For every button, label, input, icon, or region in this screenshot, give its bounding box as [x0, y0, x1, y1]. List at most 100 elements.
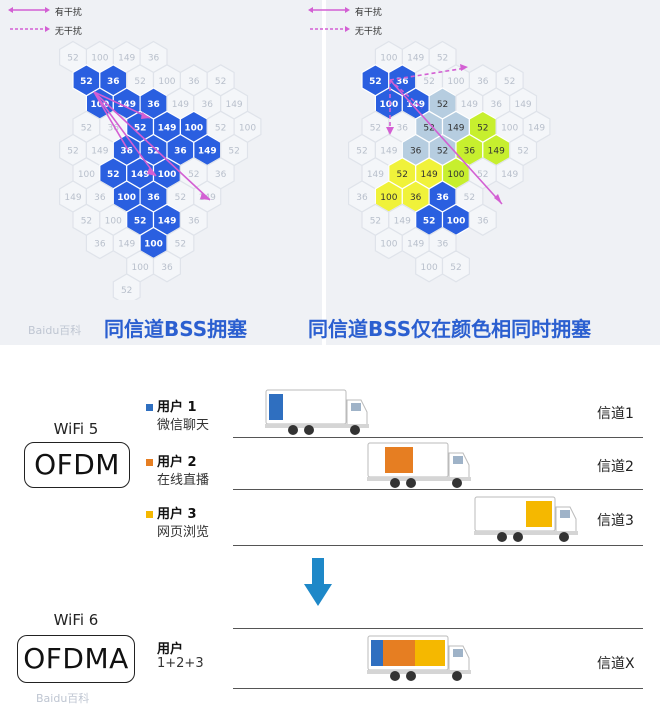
combined-user-desc: 1+2+3: [157, 656, 204, 671]
right-hex-label: 149: [447, 123, 464, 133]
right-hex-label: 100: [447, 216, 466, 226]
legend-no-interference-right: 无干扰: [308, 24, 382, 37]
legend-interference: 有干扰: [8, 5, 82, 18]
right-hex-label: 100: [380, 193, 397, 203]
left-hex-label: 100: [90, 100, 109, 110]
left-hex-label: 52: [215, 123, 226, 133]
right-hex-cell: [441, 250, 470, 283]
legend-no-interference-label: 无干扰: [54, 27, 82, 37]
interference-arrows: [93, 91, 211, 201]
right-hex-label: 52: [437, 147, 448, 157]
solid-arrow-icon: [8, 7, 50, 13]
combined-user-title: 用户: [157, 642, 184, 657]
right-hex-label: 52: [356, 147, 367, 157]
right-hex-label: 36: [464, 147, 476, 157]
right-hex-label: 149: [488, 147, 505, 157]
right-hex-label: 52: [397, 170, 408, 180]
caption-left: 同信道BSS拥塞: [104, 317, 248, 341]
right-hex-label: 36: [356, 193, 368, 203]
left-hex-label: 100: [239, 123, 256, 133]
left-hex-cell: [112, 273, 141, 300]
right-hex-label: 149: [407, 54, 424, 64]
lane-line-5: [233, 688, 643, 689]
left-hex-label: 100: [78, 170, 95, 180]
left-hex-label: 52: [228, 147, 239, 157]
left-hex-label: 52: [81, 123, 92, 133]
truck-cargo-user1: [269, 394, 283, 420]
truck-combined: [367, 635, 471, 681]
selective-arrows: [386, 64, 503, 205]
right-hex-label: 52: [464, 193, 475, 203]
lane-line-2: [233, 489, 643, 490]
truck-cargo-orange: [383, 640, 415, 666]
left-hex-label: 100: [117, 193, 136, 203]
left-hex-label: 36: [147, 193, 160, 203]
truck-user3: [474, 496, 578, 542]
left-hex-label: 100: [184, 123, 203, 133]
left-hex-label: 100: [144, 240, 163, 250]
truck-user1: [265, 389, 369, 435]
left-hex-label: 36: [215, 170, 227, 180]
left-hex-label: 52: [107, 170, 120, 180]
channel-2-label: 信道2: [597, 459, 634, 475]
right-hex-label: 52: [504, 77, 515, 87]
truck-cargo-user2: [385, 447, 413, 473]
caption-right: 同信道BSS仅在颜色相同时拥塞: [308, 317, 592, 341]
left-hex-label: 100: [105, 216, 122, 226]
right-hex-cell: [495, 157, 524, 190]
right-hex-label: 36: [397, 123, 409, 133]
user1-title: 用户 1: [146, 396, 197, 415]
right-hex-cell: [468, 203, 497, 236]
left-hex-label: 149: [118, 240, 135, 250]
left-hex-label: 36: [188, 77, 200, 87]
ofdm-badge: OFDM: [24, 442, 130, 488]
left-hex-label: 52: [134, 216, 147, 226]
user1-title-text: 用户 1: [157, 400, 197, 415]
channel-3-label: 信道3: [597, 513, 634, 529]
left-hex-label: 36: [174, 147, 187, 157]
left-hex-label: 149: [91, 147, 108, 157]
dashed-arrow-icon: [310, 26, 350, 32]
left-hex-label: 52: [188, 170, 199, 180]
right-hex-label: 52: [370, 216, 381, 226]
right-hex-label: 52: [437, 54, 448, 64]
user1-color-square: [146, 404, 153, 411]
hex-grid-left: 149 100 36 52 52 36 52 100 36 52 100 149 36 149 36 149 5…: [58, 40, 262, 300]
left-hex-label: 36: [94, 193, 106, 203]
left-hex-label: 36: [147, 100, 160, 110]
user3-color-square: [146, 511, 153, 518]
user1-desc: 微信聊天: [157, 418, 210, 433]
hex-grid-right: 149 100 52 52 36 52 100 36 52 100 149 52 149 36 149 52 3…: [348, 40, 551, 283]
right-hex-label: 52: [437, 100, 448, 110]
truck-user2: [367, 442, 471, 488]
user2-desc: 在线直播: [157, 473, 210, 488]
right-hex-label: 52: [423, 216, 436, 226]
right-hex-label: 149: [407, 240, 424, 250]
user3-title-text: 用户 3: [157, 507, 197, 522]
right-hex-label: 149: [367, 170, 384, 180]
channel-x-label: 信道X: [597, 656, 635, 672]
left-hex-label: 36: [108, 123, 120, 133]
right-hex-label: 52: [477, 123, 488, 133]
right-hex-label: 52: [477, 170, 488, 180]
left-hex-label: 52: [121, 286, 132, 296]
left-hex-label: 36: [188, 216, 200, 226]
left-hex-label: 149: [64, 193, 81, 203]
legend-no-interference-right-label: 无干扰: [354, 27, 382, 37]
left-hex-label: 36: [120, 147, 133, 157]
user3-desc: 网页浏览: [157, 525, 210, 540]
left-hex-label: 52: [175, 193, 186, 203]
wifi5-label: WiFi 5: [53, 420, 99, 438]
left-hex-label: 149: [118, 54, 135, 64]
left-hex-label: 52: [80, 77, 93, 87]
right-hex-label: 100: [501, 123, 518, 133]
watermark-top: Baidu百科: [28, 324, 82, 337]
left-hex-label: 149: [198, 147, 217, 157]
right-hex-label: 36: [396, 77, 409, 87]
right-hex-label: 149: [394, 216, 411, 226]
left-hex-label: 36: [202, 100, 214, 110]
right-hex-label: 100: [447, 77, 464, 87]
right-hex-label: 52: [450, 263, 461, 273]
left-hex-label: 52: [215, 77, 226, 87]
